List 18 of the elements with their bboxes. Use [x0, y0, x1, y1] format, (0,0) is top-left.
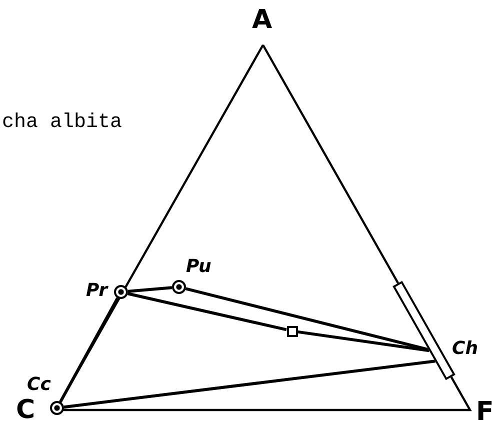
- point-marker: [172, 280, 186, 294]
- tie-line: [59, 297, 119, 403]
- tie-line: [127, 292, 287, 332]
- point-label: Cc: [27, 376, 51, 394]
- tie-line: [64, 360, 436, 409]
- point-label: Ch: [452, 340, 478, 358]
- point-label: Pr: [86, 282, 108, 300]
- square-marker: [286, 326, 298, 336]
- point-marker: [50, 401, 64, 415]
- tie-line: [297, 330, 430, 352]
- tie-line: [128, 286, 172, 293]
- vertex-label: F: [476, 399, 494, 425]
- tie-line: [185, 287, 430, 352]
- point-label: Pu: [186, 258, 212, 276]
- point-marker: [114, 285, 128, 299]
- note-text: cha albita: [2, 113, 122, 133]
- vertex-label: A: [252, 7, 272, 33]
- vertex-label: C: [16, 397, 36, 423]
